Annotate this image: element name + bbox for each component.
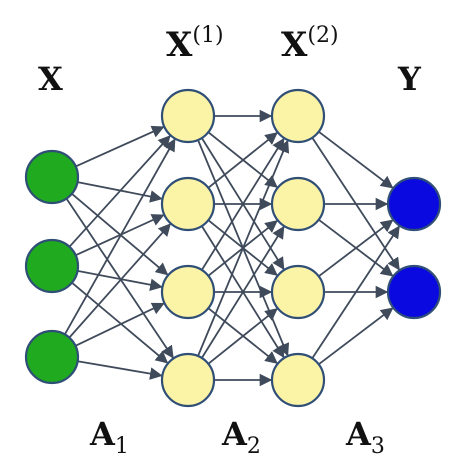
hidden1-node-2 — [160, 176, 216, 232]
edge-l1-n2-to-n1 — [68, 135, 171, 248]
edge-l2-n3-to-n1 — [201, 137, 285, 271]
hidden2-layer-label: X(2) — [281, 23, 339, 65]
edge-l1-n3-to-n4 — [77, 360, 163, 380]
hidden2-label-base: X — [281, 25, 308, 65]
edge-l1-n3-to-n2 — [68, 223, 171, 339]
weight-a3-base: A — [345, 415, 372, 453]
edge-l3-n3-to-n1 — [318, 219, 394, 278]
connection-edges — [64, 109, 400, 387]
output-node-2 — [386, 264, 442, 320]
hidden1-node-1 — [160, 88, 216, 144]
input-node-1 — [24, 149, 80, 205]
hidden2-node-4 — [270, 352, 326, 408]
input-node-2 — [24, 238, 80, 294]
input-node-3 — [24, 329, 80, 385]
hidden1-layer-label: X(1) — [166, 23, 224, 65]
edge-l3-n4-to-n1 — [311, 225, 400, 359]
input-layer-label: X — [38, 60, 63, 98]
hidden1-label-base: X — [166, 25, 193, 65]
weight-label-a3: A3 — [345, 415, 385, 459]
edge-l1-n2-to-n3 — [77, 270, 163, 291]
edge-l3-n1-to-n1 — [318, 130, 394, 189]
hidden2-label-superscript: (2) — [307, 23, 338, 48]
hidden2-node-3 — [270, 264, 326, 320]
edge-l1-n3-to-n1 — [64, 138, 176, 335]
weight-label-a1: A1 — [89, 415, 129, 459]
weight-a2-base: A — [221, 415, 248, 453]
hidden1-node-4 — [160, 352, 216, 408]
edge-l2-n4-to-n2 — [201, 225, 285, 359]
network-nodes — [24, 88, 442, 408]
hidden2-node-1 — [270, 88, 326, 144]
edge-l1-n2-to-n4 — [71, 282, 169, 364]
edge-l1-n2-to-n2 — [75, 214, 165, 257]
edge-l2-n4-to-n3 — [207, 308, 278, 365]
edge-l2-n4-to-n1 — [197, 139, 290, 357]
output-layer-label: Y — [397, 60, 422, 98]
hidden1-node-3 — [160, 264, 216, 320]
edge-l1-n3-to-n3 — [75, 302, 165, 347]
edge-l2-n2-to-n1 — [207, 132, 278, 189]
weight-a1-subscript: 1 — [115, 434, 129, 459]
hidden2-node-2 — [270, 176, 326, 232]
hidden1-label-superscript: (1) — [192, 23, 223, 48]
weight-a1-base: A — [89, 415, 116, 453]
edge-l3-n4-to-n2 — [318, 307, 394, 366]
weight-a3-subscript: 3 — [371, 434, 385, 459]
weight-a2-subscript: 2 — [247, 434, 261, 459]
output-node-1 — [386, 176, 442, 232]
edge-l1-n1-to-n1 — [75, 125, 165, 168]
weight-label-a2: A2 — [221, 415, 261, 459]
